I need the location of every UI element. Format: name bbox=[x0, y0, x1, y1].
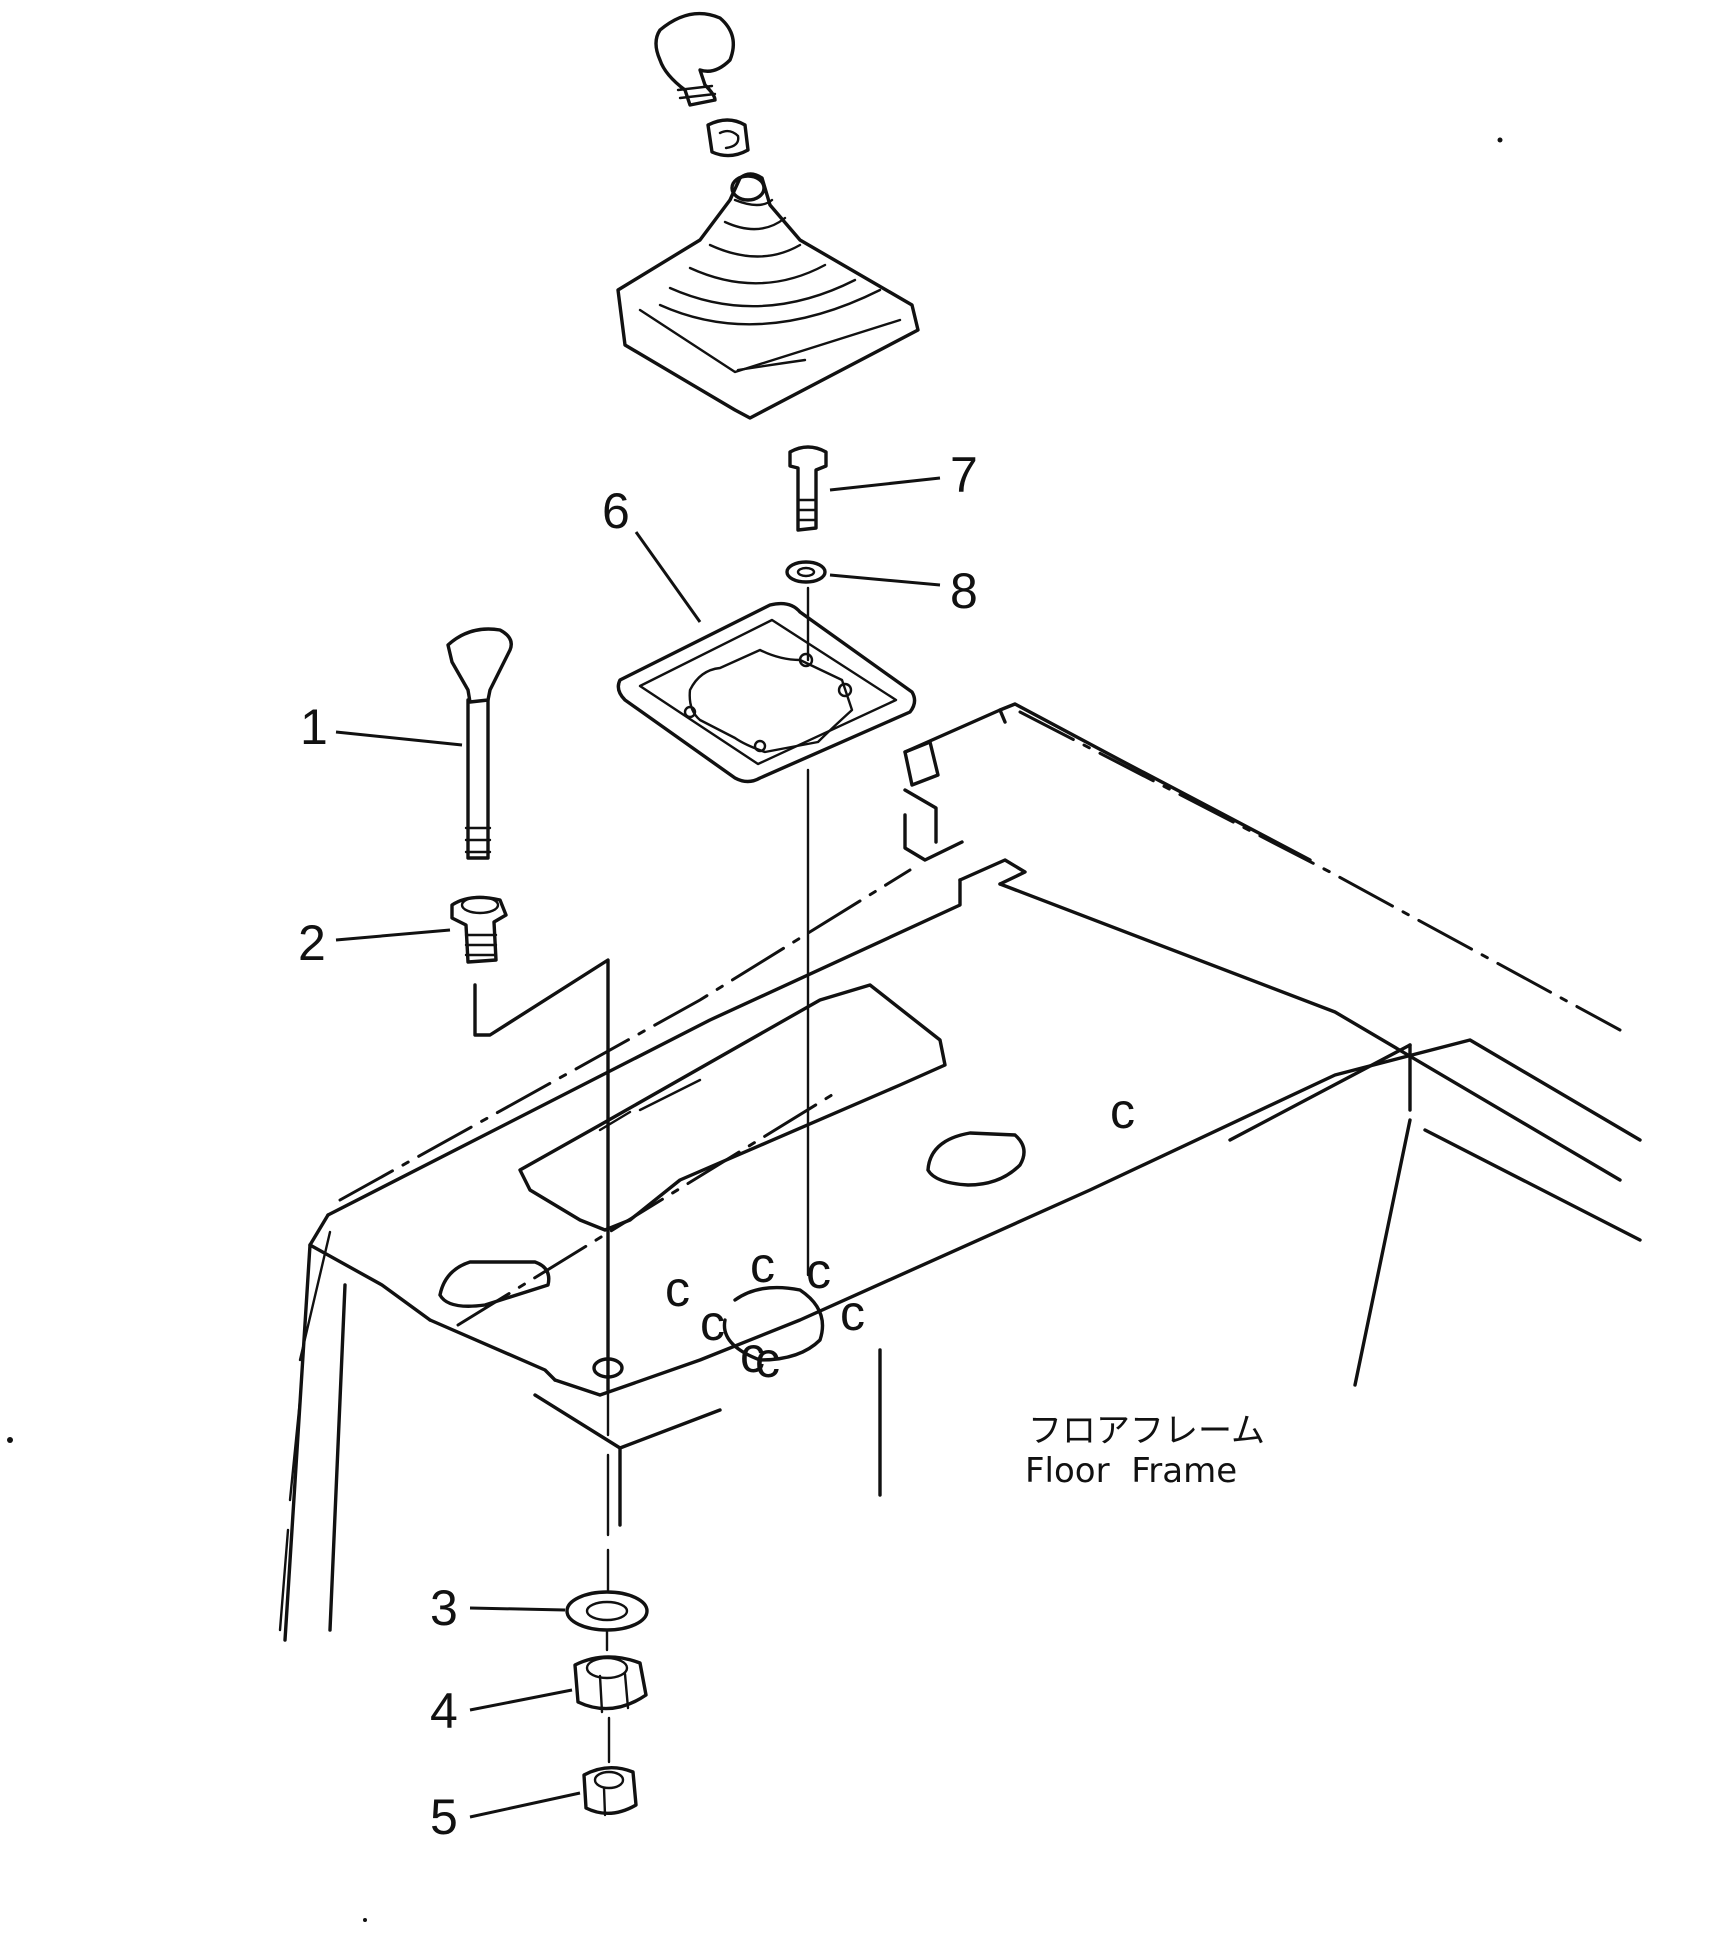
hole-mark: c bbox=[840, 1285, 865, 1341]
callout-1: 1 bbox=[300, 699, 328, 755]
part-4-nut bbox=[573, 1655, 648, 1714]
hole-mark: c bbox=[750, 1237, 775, 1293]
part-6-plate bbox=[616, 601, 917, 784]
hole-mark: c bbox=[806, 1243, 831, 1299]
assembly-center-lines bbox=[605, 586, 810, 1764]
callout-5: 5 bbox=[430, 1789, 458, 1845]
hole-mark: c bbox=[700, 1295, 725, 1351]
part-1-lever-rod bbox=[446, 627, 513, 860]
callout-3: 3 bbox=[430, 1580, 458, 1636]
callout-labels: 1 2 3 4 5 6 7 8 bbox=[298, 447, 978, 1845]
part-8-lock-washer bbox=[785, 560, 827, 584]
part-3-washer bbox=[565, 1590, 649, 1632]
callout-7: 7 bbox=[950, 447, 978, 503]
hole-mark: c bbox=[740, 1327, 765, 1383]
leader-lines bbox=[335, 476, 941, 1819]
callout-6: 6 bbox=[602, 483, 630, 539]
caption-japanese: フロアフレーム bbox=[1028, 1411, 1265, 1451]
part-5-nut bbox=[582, 1766, 638, 1817]
callout-4: 4 bbox=[430, 1683, 458, 1739]
callout-2: 2 bbox=[298, 915, 326, 971]
part-7-bolt bbox=[788, 445, 828, 532]
hole-mark: c bbox=[665, 1261, 690, 1317]
mounting-hole bbox=[592, 1357, 624, 1379]
hole-mark: c bbox=[755, 1332, 780, 1388]
callout-8: 8 bbox=[950, 563, 978, 619]
floor-frame-caption: フロアフレーム Floor Frame bbox=[1025, 1411, 1265, 1491]
floor-frame: c c c c c c c c bbox=[7, 137, 1642, 1922]
lever-knob-assembly bbox=[616, 11, 920, 420]
part-2-bushing bbox=[450, 895, 508, 964]
caption-english: Floor Frame bbox=[1025, 1451, 1237, 1491]
hole-mark: c bbox=[1110, 1083, 1135, 1139]
